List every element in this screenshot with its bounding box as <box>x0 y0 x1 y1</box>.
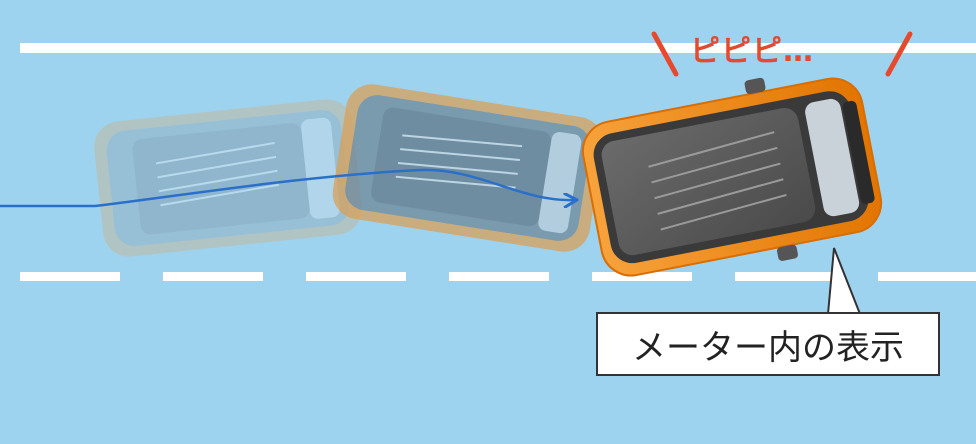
meter-display-callout: メーター内の表示 <box>596 312 940 376</box>
lane-line-dashed <box>20 272 976 281</box>
car-ghost-1 <box>94 99 362 257</box>
car-active <box>581 77 883 277</box>
alert-mark-left <box>651 31 679 77</box>
alert-mark-right <box>885 31 913 77</box>
vehicle-path-arrow <box>0 168 574 206</box>
lane-line-solid <box>20 43 976 53</box>
car-ghost-2 <box>332 84 604 252</box>
alert-sound-text: ピピピ… <box>690 34 814 69</box>
callout-pointer <box>826 247 862 315</box>
